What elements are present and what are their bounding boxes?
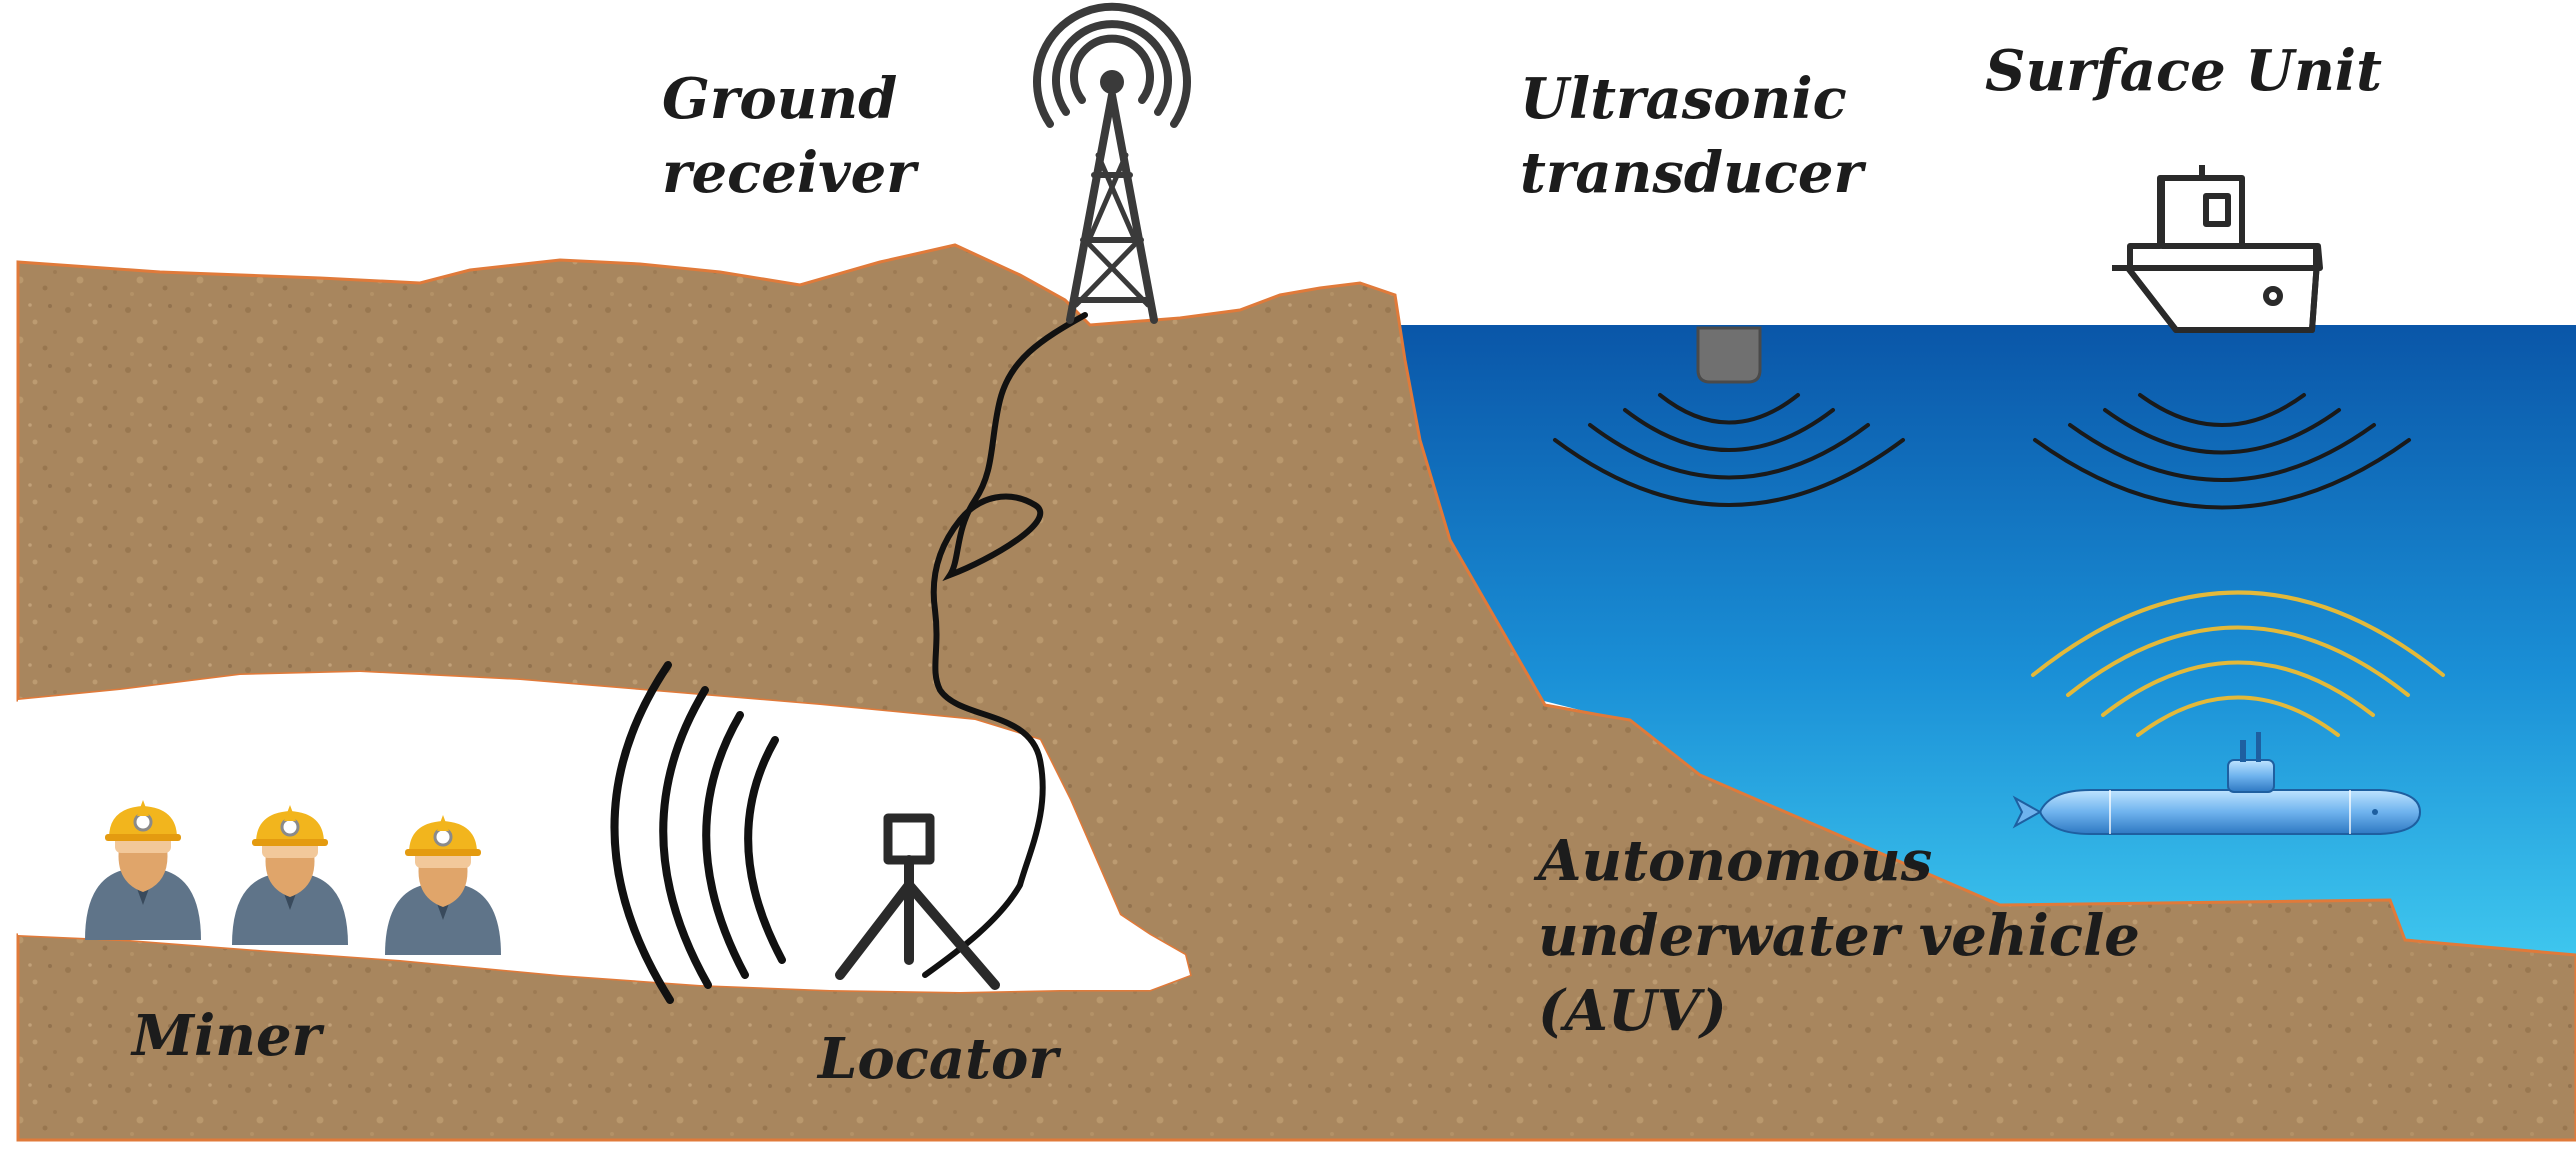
ultrasonic-transducer-icon: [1696, 326, 1762, 384]
ship-sound-waves: [2033, 393, 2411, 510]
locator-signal-waves: [610, 661, 786, 1004]
ultrasonic-transducer-label-line1: Ultrasonic: [1520, 66, 1847, 132]
auv-label-line2: underwater vehicle: [1538, 903, 2140, 969]
auv-signal-waves: [2031, 590, 2445, 737]
tripod-locator-icon: [835, 813, 1000, 990]
auv-label-line1: Autonomous: [1533, 828, 1932, 894]
ground-receiver-label-line2: receiver: [662, 140, 919, 206]
radio-tower-icon: [1033, 2, 1191, 324]
ultrasonic-transducer-label-line2: transducer: [1520, 140, 1866, 206]
miner-icon: [385, 815, 501, 955]
auv-label-line3: (AUV): [1538, 978, 1727, 1044]
ship-icon: [2112, 165, 2323, 333]
surface-unit-label: Surface Unit: [1985, 38, 2382, 104]
locator-label: Locator: [816, 1026, 1061, 1092]
ground-receiver-label-line1: Ground: [662, 66, 897, 132]
miner-icon: [85, 800, 201, 940]
submarine-icon: [2012, 732, 2422, 835]
transducer-sound-waves: [1553, 393, 1905, 507]
miner-label: Miner: [130, 1003, 325, 1069]
signal-cable: [922, 312, 1088, 978]
miner-icon: [232, 805, 348, 945]
